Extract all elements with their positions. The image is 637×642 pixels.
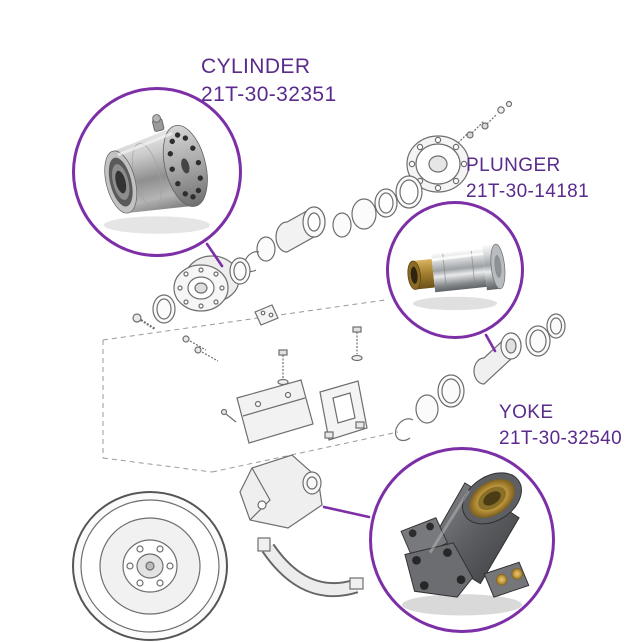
plunger-part-number: 21T-30-14181: [466, 181, 590, 202]
yoke-part-image: [400, 472, 530, 616]
cylinder-part-name: CYLINDER: [201, 55, 311, 78]
plate-bracket: [236, 379, 314, 444]
yoke-part-name: YOKE: [499, 402, 554, 423]
cylinder-hub-part: [173, 255, 240, 312]
hub-flange: [406, 135, 470, 193]
plunger-cylinder-part: [473, 332, 522, 385]
cylinder-label: CYLINDER 21T-30-32351: [201, 53, 337, 109]
rim-fork: [257, 537, 364, 598]
small-bolts-top-right: [452, 100, 513, 149]
plunger-leader-line: [484, 333, 497, 353]
ring: [546, 313, 566, 339]
yoke-part-number: 21T-30-32540: [499, 428, 623, 449]
plunger-part-image: [407, 243, 506, 311]
clip-bracket: [254, 304, 279, 326]
idler-wheel: [72, 491, 228, 641]
yoke-label: YOKE 21T-30-32540: [499, 400, 622, 452]
plunger-part-name: PLUNGER: [466, 155, 561, 176]
vertical-bolts: [220, 326, 363, 423]
ring: [229, 257, 251, 285]
u-bracket: [319, 380, 368, 441]
cylinder-part-image: [103, 114, 211, 234]
seal-ring-chain: [332, 175, 423, 238]
plunger-photo-callout: [386, 201, 524, 339]
snap-ring: [394, 418, 414, 442]
cylinder-leader-line: [205, 242, 224, 268]
yoke-leader-line: [322, 505, 371, 519]
sleeve-part: [275, 206, 326, 253]
ring: [415, 394, 439, 424]
yoke-part: [239, 454, 323, 529]
left-bolts: [132, 313, 219, 362]
yoke-photo-callout: [369, 447, 555, 633]
construction-lines: [102, 299, 399, 473]
plunger-label: PLUNGER 21T-30-14181: [466, 153, 589, 205]
cylinder-photo-callout: [72, 87, 242, 257]
cylinder-part-number: 21T-30-32351: [201, 83, 337, 106]
ring: [256, 236, 276, 262]
leader-lines: [205, 242, 497, 519]
